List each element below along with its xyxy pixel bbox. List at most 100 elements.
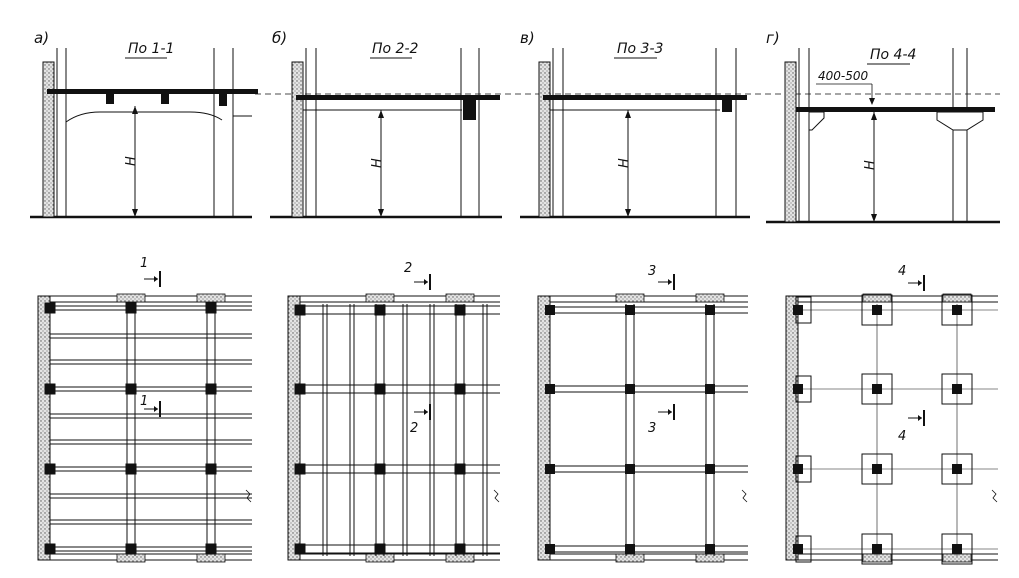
column — [793, 544, 803, 554]
cut-label: 1 — [140, 394, 148, 409]
dimension-note: 400-500 — [818, 69, 869, 83]
wall-pilaster — [695, 293, 725, 303]
break-mark — [991, 489, 998, 503]
wall-pilaster — [445, 553, 475, 563]
column — [705, 464, 715, 474]
section-cut-arrowhead — [154, 406, 158, 412]
wall-pilaster — [196, 553, 226, 563]
wall-pilaster — [615, 553, 645, 563]
column — [44, 543, 56, 555]
column — [44, 463, 56, 475]
panel-a-section-title: По 1-1 — [128, 41, 174, 57]
column — [374, 543, 386, 555]
cut-label: 1 — [140, 256, 148, 271]
slab — [796, 107, 995, 112]
panel-g-section-title: По 4-4 — [870, 47, 916, 63]
column — [454, 383, 466, 395]
panel-b-letter: б) — [272, 29, 287, 47]
column-capital — [936, 111, 984, 131]
beam — [161, 94, 169, 104]
section-cut-arrowhead — [154, 276, 158, 282]
column — [625, 544, 635, 554]
section-cut-arrowhead — [424, 279, 428, 285]
column-capital — [941, 373, 973, 405]
column — [705, 384, 715, 394]
column-capital — [861, 453, 893, 485]
column — [205, 383, 217, 395]
main-beam — [463, 100, 476, 120]
break-mark — [741, 489, 748, 503]
panel-v-section: в) По 3-3 H — [520, 29, 750, 219]
column-capital — [941, 533, 973, 565]
column-capital — [941, 294, 973, 326]
section-cut-arrowhead — [668, 279, 672, 285]
wall-pilaster — [116, 553, 146, 563]
panel-v-section-title: По 3-3 — [617, 41, 663, 57]
wall-pilaster — [615, 293, 645, 303]
panel-b-section: б) По 2-2 H — [270, 29, 502, 219]
column — [125, 543, 137, 555]
beam — [106, 94, 114, 104]
height-label: H — [124, 156, 139, 166]
column — [545, 464, 555, 474]
plan-wall — [287, 295, 301, 561]
panel-g-letter: г) — [766, 29, 780, 47]
column — [793, 305, 803, 315]
slab — [296, 95, 500, 100]
main-beam — [722, 100, 732, 112]
cut-label: 2 — [404, 261, 412, 276]
plan-views — [37, 271, 998, 565]
column — [952, 384, 962, 394]
column — [545, 305, 555, 315]
column — [374, 304, 386, 316]
column — [625, 305, 635, 315]
column — [872, 305, 882, 315]
plan-wall — [537, 295, 551, 561]
column — [205, 302, 217, 314]
slab — [47, 89, 258, 94]
column — [793, 384, 803, 394]
panel-g-section: г) По 4-4 400-500 H — [766, 29, 1000, 224]
column — [545, 384, 555, 394]
column — [44, 383, 56, 395]
wall-pilaster — [365, 293, 395, 303]
section-cut-arrowhead — [918, 415, 922, 421]
cut-label: 3 — [648, 264, 656, 279]
wall — [291, 61, 304, 218]
cut-label: 2 — [410, 421, 418, 436]
column — [793, 464, 803, 474]
panel-a-letter: а) — [34, 29, 49, 47]
panel-v-letter: в) — [520, 29, 535, 47]
wall-pilaster — [116, 293, 146, 303]
column — [125, 463, 137, 475]
column — [872, 384, 882, 394]
wall-pilaster — [445, 293, 475, 303]
column-capital — [861, 294, 893, 326]
column — [294, 543, 306, 555]
column — [545, 544, 555, 554]
cut-label: 4 — [898, 429, 906, 444]
panel-a-section: а) По 1-1 H — [30, 29, 258, 219]
column — [454, 463, 466, 475]
column — [952, 544, 962, 554]
column — [952, 305, 962, 315]
section-cut-arrowhead — [424, 409, 428, 415]
column — [125, 302, 137, 314]
break-mark — [493, 489, 500, 503]
break-mark — [245, 489, 252, 503]
column — [374, 463, 386, 475]
cut-label: 3 — [648, 421, 656, 436]
wall — [784, 61, 797, 223]
column — [625, 384, 635, 394]
plan-wall — [785, 295, 799, 561]
wall-pilaster — [862, 293, 892, 303]
height-label: H — [370, 158, 385, 168]
column — [294, 383, 306, 395]
column — [625, 464, 635, 474]
wall — [538, 61, 551, 218]
plan-wall — [37, 295, 51, 561]
wall-pilaster — [196, 293, 226, 303]
column — [44, 302, 56, 314]
column-capital — [861, 533, 893, 565]
